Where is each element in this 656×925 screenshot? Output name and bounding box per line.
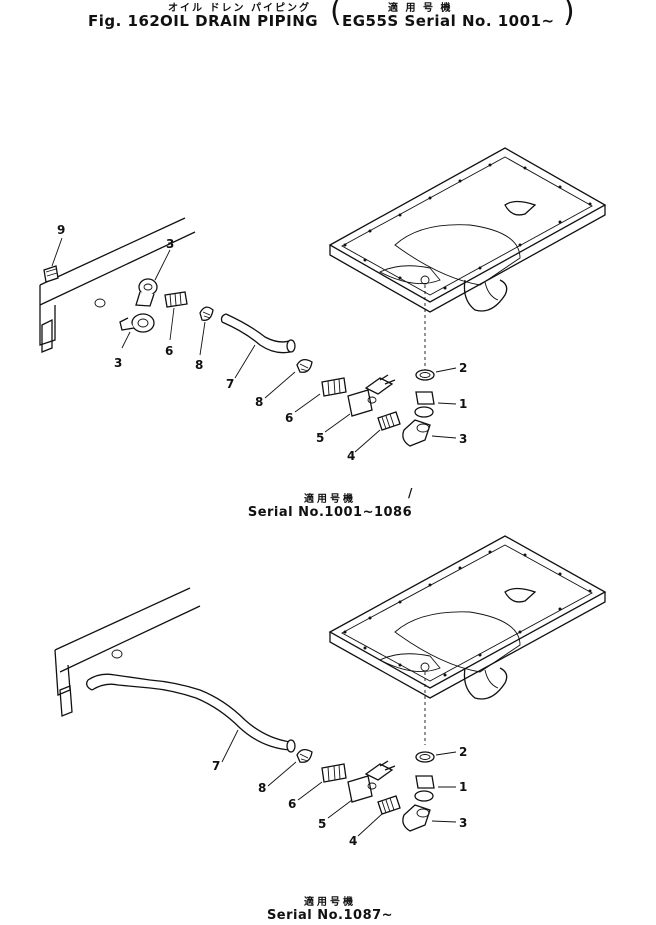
callout-top-8a: 8: [195, 358, 203, 372]
callout-bottom-3: 3: [459, 816, 467, 830]
serial-range-bottom: Serial No.1087~: [266, 908, 394, 923]
right-paren: ): [563, 0, 575, 29]
valve-part-5-bottom: [327, 760, 396, 819]
elbow-part-3-bottom: [402, 804, 457, 832]
hose-part-7-bottom: [86, 673, 296, 763]
callout-top-6b: 6: [285, 411, 293, 425]
callout-top-8b: 8: [255, 395, 263, 409]
frame-rail-bottom: [54, 587, 201, 717]
callout-top-3a: 3: [166, 237, 174, 251]
callouts-bottom: 7 8 6 5 4 2 1 3: [212, 745, 467, 848]
adapter-part-6-right: [294, 377, 347, 413]
callout-bottom-2: 2: [459, 745, 467, 759]
elbow-part-3-upper: [135, 249, 171, 307]
title-japanese: オイル ドレン パイピング: [168, 3, 311, 14]
figure-header: オイル ドレン パイピング 適 用 号 機 Fig. 162 OIL DRAIN…: [0, 0, 656, 40]
elbow-part-3-right: [402, 419, 457, 447]
nipple-part-4-top: [354, 411, 401, 453]
callout-top-5: 5: [316, 431, 324, 445]
callout-top-7: 7: [226, 377, 234, 391]
elbow-part-3-lower: [119, 313, 155, 349]
gasket-part-2-top: [415, 367, 457, 381]
callout-top-2: 2: [459, 361, 467, 375]
callout-top-3c: 3: [459, 432, 467, 446]
callout-top-1: 1: [459, 397, 467, 411]
callout-top-4: 4: [347, 449, 355, 463]
clamp-part-8-right: [264, 358, 313, 399]
callout-bottom-8: 8: [258, 781, 266, 795]
serial-caption-top: 適用号機 Serial No.1001~1086: [230, 490, 430, 520]
top-assembly: [39, 147, 607, 453]
oil-pan-bottom: [328, 535, 607, 700]
serial-caption-bottom: 適用号機 Serial No.1087~: [240, 893, 420, 923]
valve-part-5-top: [324, 374, 396, 433]
serial-applicable-jp-bottom: 適用号機: [304, 897, 356, 908]
model-serial: EG55S Serial No. 1001~: [342, 12, 555, 30]
serial-applicable-jp-top: 適用号機: [304, 494, 356, 505]
callout-top-3b: 3: [114, 356, 122, 370]
callout-bottom-4: 4: [349, 834, 357, 848]
adapter-part-6-left: [164, 291, 188, 341]
clamp-part-8-left: [199, 306, 214, 356]
callouts-top: 9 3 3 6 8 7 8 6 5 4 2 1 3: [57, 223, 467, 463]
figure-title: OIL DRAIN PIPING: [160, 12, 319, 30]
clamp-part-8-bottom: [267, 748, 313, 787]
callout-top-6a: 6: [165, 344, 173, 358]
bottom-assembly: [54, 535, 607, 837]
callout-bottom-1: 1: [459, 780, 467, 794]
serial-range-top: Serial No.1001~1086: [247, 505, 413, 520]
callout-bottom-6: 6: [288, 797, 296, 811]
applicable-japanese: 適 用 号 機: [388, 3, 453, 14]
figure-number: Fig. 162: [88, 12, 161, 30]
left-paren: (: [330, 0, 342, 29]
oil-pan-top: [328, 147, 607, 313]
annotation-slash: /: [408, 486, 413, 500]
plug-part-1-bottom: [414, 775, 456, 802]
callout-top-9: 9: [57, 223, 65, 237]
gasket-part-2-bottom: [415, 751, 457, 763]
hose-part-7-top: [220, 313, 296, 379]
frame-rail-top: [39, 217, 196, 353]
callout-bottom-7: 7: [212, 759, 220, 773]
callout-bottom-5: 5: [318, 817, 326, 831]
nipple-part-4-bottom: [357, 795, 401, 837]
plug-part-9: [43, 237, 63, 283]
plug-part-1-top: [414, 391, 457, 418]
adapter-part-6-bottom: [297, 763, 347, 801]
